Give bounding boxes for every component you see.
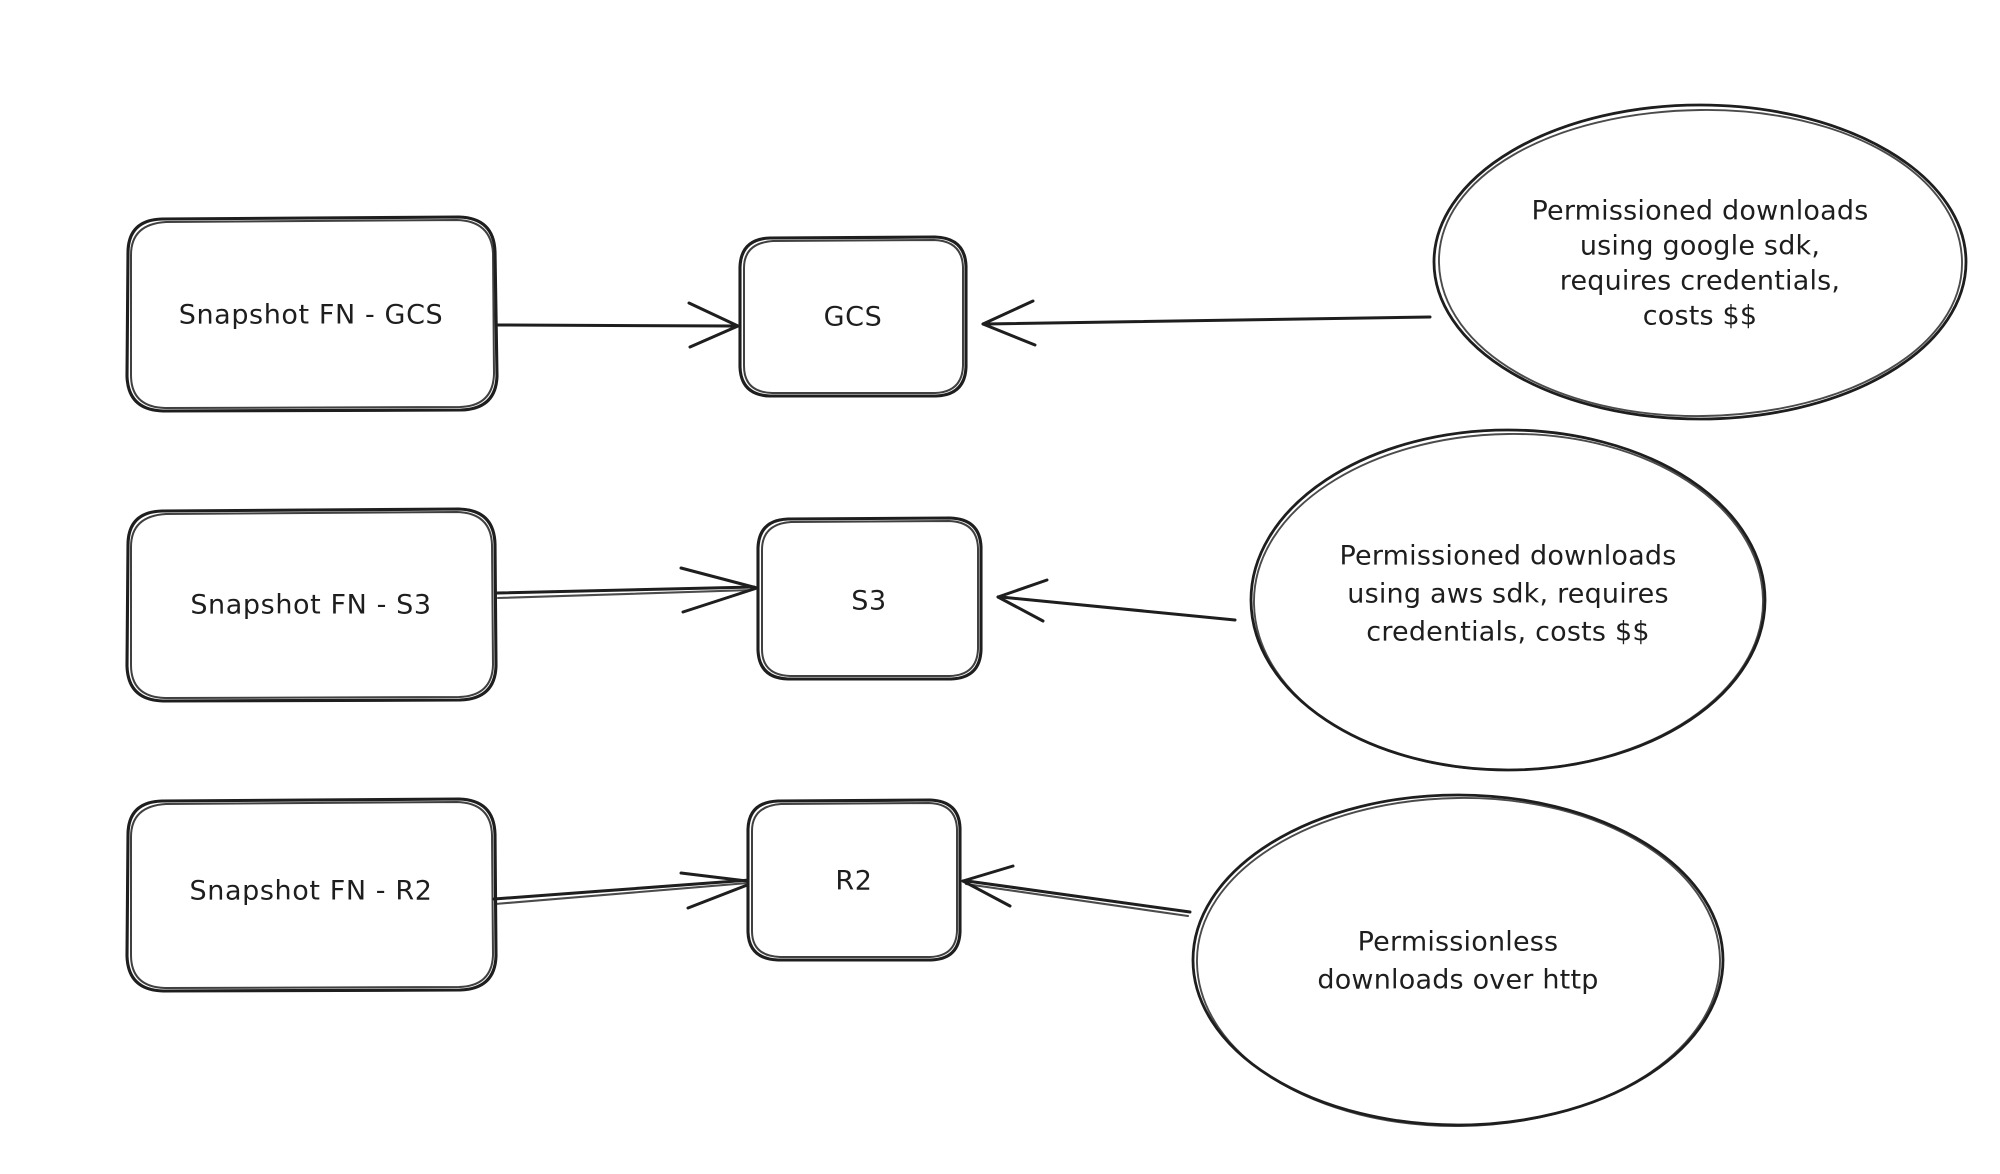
row-s3: Snapshot FN - S3 S3 Permissioned downloa… <box>125 428 1767 772</box>
note-s3-line-3: credentials, costs $$ <box>1366 617 1649 648</box>
node-r2[interactable]: R2 <box>746 798 962 962</box>
node-label-snapshot-fn-gcs: Snapshot FN - GCS <box>179 300 444 331</box>
arrow-snapshot-fn-gcs-to-gcs <box>496 301 740 349</box>
node-label-r2: R2 <box>835 866 872 897</box>
arrow-snapshot-fn-s3-to-s3 <box>495 566 759 614</box>
node-snapshot-fn-r2[interactable]: Snapshot FN - R2 <box>125 797 498 993</box>
node-label-gcs: GCS <box>824 302 883 333</box>
arrow-note-r2-to-r2 <box>961 864 1192 918</box>
node-label-s3: S3 <box>851 586 887 617</box>
note-r2[interactable]: Permissionless downloads over http <box>1191 793 1725 1127</box>
note-s3-line-1: Permissioned downloads <box>1340 541 1677 572</box>
node-snapshot-fn-s3[interactable]: Snapshot FN - S3 <box>125 507 498 703</box>
note-gcs-line-1: Permissioned downloads <box>1532 196 1869 227</box>
row-r2: Snapshot FN - R2 R2 Permissionless <box>125 793 1725 1127</box>
note-gcs-line-3: requires credentials, <box>1560 266 1840 297</box>
node-snapshot-fn-gcs[interactable]: Snapshot FN - GCS <box>125 215 499 413</box>
row-gcs: Snapshot FN - GCS GCS Permissioned downl… <box>125 103 1968 421</box>
note-gcs-line-4: costs $$ <box>1643 301 1758 332</box>
note-s3[interactable]: Permissioned downloads using aws sdk, re… <box>1249 428 1767 772</box>
note-r2-line-1: Permissionless <box>1358 927 1559 958</box>
note-s3-line-2: using aws sdk, requires <box>1347 579 1668 610</box>
node-s3[interactable]: S3 <box>756 516 983 681</box>
note-gcs-line-2: using google sdk, <box>1580 231 1820 262</box>
arrow-note-gcs-to-gcs <box>981 299 1432 347</box>
arrow-note-s3-to-s3 <box>996 578 1237 623</box>
node-label-snapshot-fn-r2: Snapshot FN - R2 <box>190 876 433 907</box>
node-gcs[interactable]: GCS <box>738 235 968 398</box>
note-gcs[interactable]: Permissioned downloads using google sdk,… <box>1432 103 1968 421</box>
note-r2-line-2: downloads over http <box>1317 965 1598 996</box>
node-label-snapshot-fn-s3: Snapshot FN - S3 <box>190 590 431 621</box>
arrow-snapshot-fn-r2-to-r2 <box>492 871 757 910</box>
